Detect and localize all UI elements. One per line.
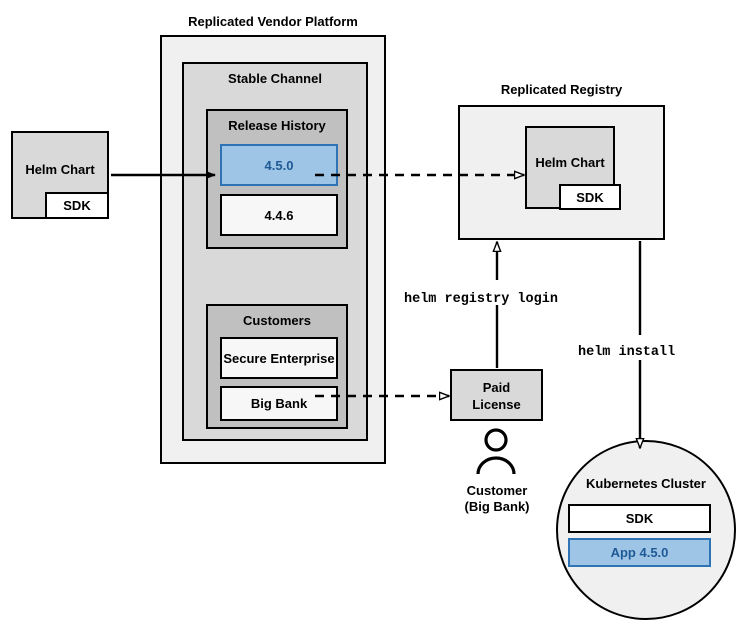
release-history-container: Release History 4.5.0 4.4.6 <box>206 109 348 249</box>
vendor-platform-container: Stable Channel Release History 4.5.0 4.4… <box>160 35 386 464</box>
customer-secure-enterprise[interactable]: Secure Enterprise <box>220 337 338 379</box>
customers-container: Customers Secure Enterprise Big Bank <box>206 304 348 429</box>
customer-actor-line1: Customer <box>466 483 528 498</box>
source-helm-chart-label: Helm Chart <box>25 162 95 177</box>
kubernetes-cluster-title: Kubernetes Cluster <box>586 476 706 491</box>
release-history-label: Release History <box>228 118 326 133</box>
paid-license-line1: Paid <box>482 380 511 395</box>
person-icon <box>470 428 522 476</box>
stable-channel-container: Stable Channel Release History 4.5.0 4.4… <box>182 62 368 441</box>
command-helm-install: helm install <box>578 345 676 360</box>
customer-big-bank[interactable]: Big Bank <box>220 386 338 421</box>
cluster-item-sdk[interactable]: SDK <box>568 504 711 533</box>
registry-container <box>458 105 665 240</box>
release-item-4-4-6[interactable]: 4.4.6 <box>220 194 338 236</box>
customer-actor-line2: (Big Bank) <box>464 499 530 514</box>
registry-helm-chart-label: Helm Chart <box>535 155 605 170</box>
paid-license-line2: License <box>472 397 521 412</box>
registry-sdk-box: SDK <box>559 184 621 210</box>
source-sdk-box: SDK <box>45 192 109 219</box>
command-helm-registry-login: helm registry login <box>404 292 558 307</box>
customers-label: Customers <box>243 313 311 328</box>
registry-title: Replicated Registry <box>500 82 623 97</box>
stable-channel-label: Stable Channel <box>228 71 322 86</box>
vendor-platform-title: Replicated Vendor Platform <box>188 14 358 29</box>
paid-license-box: Paid License <box>450 369 543 421</box>
release-item-4-5-0[interactable]: 4.5.0 <box>220 144 338 186</box>
cluster-item-app[interactable]: App 4.5.0 <box>568 538 711 567</box>
customer-actor-caption: Customer (Big Bank) <box>435 483 559 515</box>
